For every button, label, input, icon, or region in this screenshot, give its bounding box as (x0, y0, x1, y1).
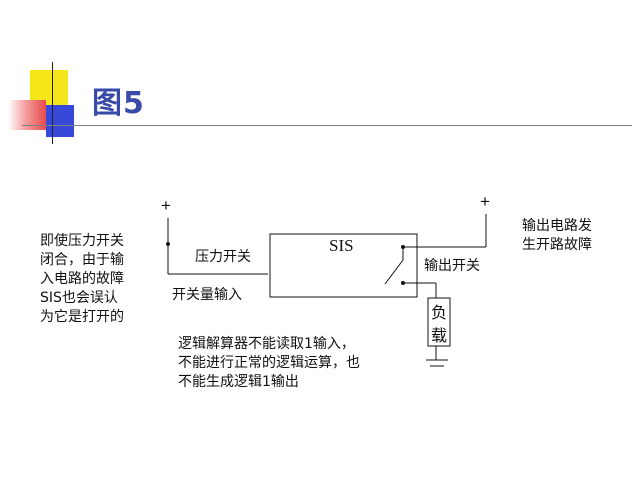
note-line: 为它是打开的 (40, 309, 124, 325)
load-label-1: 负 (431, 303, 448, 322)
note-line: 逻辑解算器不能读取1输入， (178, 336, 355, 352)
note-input-fault: 即使压力开关 闭合，由于输 入电路的故障 SIS也会误认 为它是打开的 (40, 232, 124, 327)
slide-title: 图5 (92, 86, 145, 121)
output-switch-label: 输出开关 (424, 258, 480, 274)
note-line: 即使压力开关 (40, 233, 124, 249)
note-logic-solver: 逻辑解算器不能读取1输入， 不能进行正常的逻辑运算，也 不能生成逻辑1输出 (178, 335, 360, 392)
switch-blade (384, 259, 404, 285)
switch-top-node (401, 245, 405, 249)
note-line: 输出电路发 (522, 218, 592, 234)
note-output-fault: 输出电路发 生开路故障 (522, 217, 592, 255)
decor-blue-square (46, 105, 74, 137)
note-line: 闭合，由于输 (40, 252, 124, 268)
pressure-switch-label: 压力开关 (195, 249, 251, 265)
note-line: 生开路故障 (522, 237, 592, 253)
decor-vertical-line (52, 62, 53, 144)
switch-input-label: 开关量输入 (172, 287, 242, 303)
sis-box (269, 233, 418, 298)
output-plus-sign: + (480, 192, 490, 211)
title-underline (22, 125, 632, 126)
load-label-2: 载 (431, 326, 448, 345)
input-plus-sign: + (161, 196, 171, 215)
load-box (427, 297, 451, 347)
note-line: 不能生成逻辑1输出 (178, 374, 299, 390)
note-line: SIS也会误认 (40, 290, 118, 306)
sis-label: SIS (329, 236, 354, 255)
switch-bottom-node (401, 281, 405, 285)
note-line: 入电路的故障 (40, 271, 124, 287)
note-line: 不能进行正常的逻辑运算，也 (178, 355, 360, 371)
input-node (166, 242, 170, 246)
